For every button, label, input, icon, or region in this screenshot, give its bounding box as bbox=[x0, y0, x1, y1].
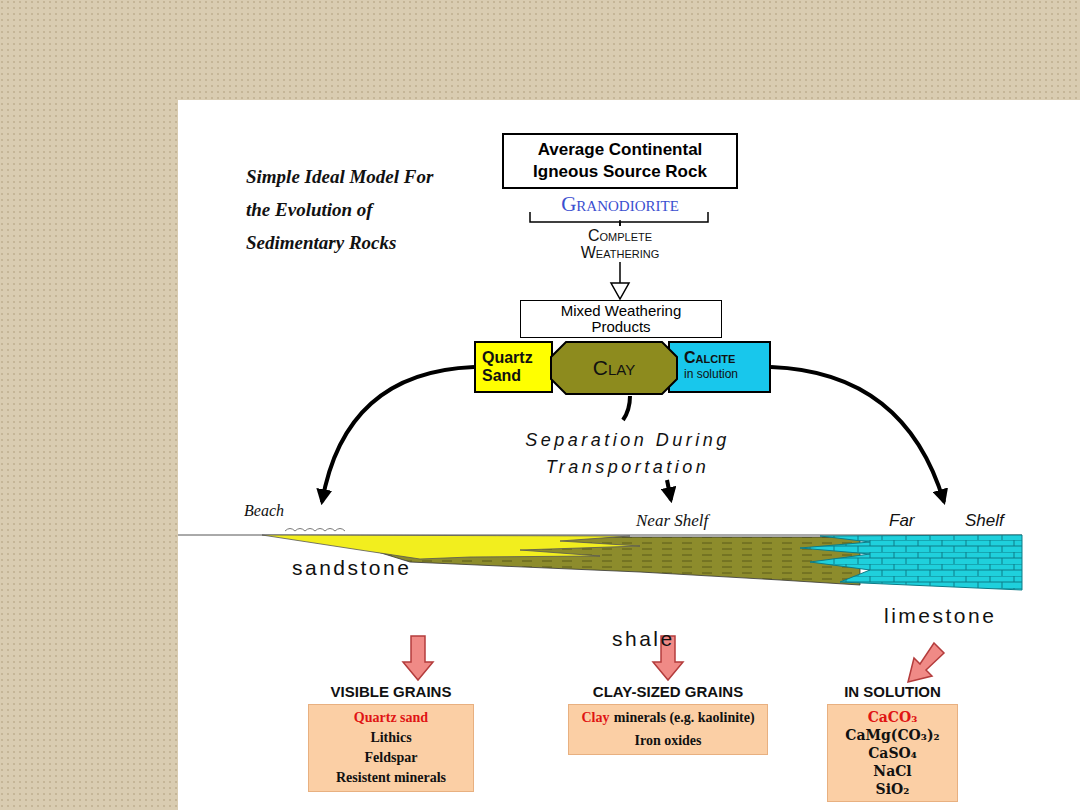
edge-label: Complete Weathering bbox=[555, 226, 685, 262]
list-item: Clay minerals (e.g. kaolinite) bbox=[573, 708, 763, 727]
box-label: Calcite bbox=[684, 349, 766, 367]
result-box: Quartz sandLithicsFeldsparResistent mine… bbox=[308, 704, 474, 792]
column-heading: IN SOLUTION bbox=[815, 683, 970, 701]
list-item: Lithics bbox=[313, 728, 469, 748]
octagon-shape bbox=[551, 342, 677, 394]
solution-column: IN SOLUTION CaCO₃CaMg(CO₃)₂CaSO₄NaClSiO₂ bbox=[815, 683, 970, 802]
place-label: Beach bbox=[244, 502, 284, 520]
list-item: Resistent minerals bbox=[313, 768, 469, 788]
process-box: Mixed Weathering Products bbox=[520, 300, 722, 338]
source-rock-box: Average Continental Igneous Source RockG… bbox=[502, 133, 738, 216]
rock-label: sandstone bbox=[292, 556, 411, 580]
result-box: Clay minerals (e.g. kaolinite) Iron oxide… bbox=[568, 704, 768, 755]
box-label: Clay bbox=[550, 341, 678, 395]
place-label: Near Shelf bbox=[636, 511, 708, 531]
result-box: CaCO₃CaMg(CO₃)₂CaSO₄NaClSiO₂ bbox=[827, 704, 958, 802]
list-item: Feldspar bbox=[313, 748, 469, 768]
box-sublabel: in solution bbox=[684, 367, 766, 382]
calcite-box: Calcitein solution bbox=[668, 341, 771, 393]
clay-grains-column: CLAY-SIZED GRAINS Clay minerals (e.g. kao… bbox=[560, 683, 776, 755]
column-heading: VISIBLE GRAINS bbox=[300, 683, 482, 701]
visible-grains-column: VISIBLE GRAINS Quartz sandLithicsFeldspar… bbox=[300, 683, 482, 792]
list-item: SiO₂ bbox=[832, 780, 953, 798]
box-label: Quartz Sand bbox=[482, 349, 547, 385]
list-item-word: minerals (e.g. kaolinite) bbox=[614, 710, 755, 725]
clay-octagon: Clay bbox=[550, 341, 678, 395]
list-item: Quartz sand bbox=[313, 708, 469, 728]
list-item: CaCO₃ bbox=[832, 708, 953, 726]
rock-label: shale bbox=[612, 627, 675, 651]
diagram-title: Simple Ideal Model For the Evolution of … bbox=[246, 160, 434, 259]
box-heading: Average Continental Igneous Source Rock bbox=[502, 133, 738, 189]
column-heading: CLAY-SIZED GRAINS bbox=[560, 683, 776, 701]
process-label: Separation During Transportation bbox=[490, 427, 765, 481]
list-item: NaCl bbox=[832, 762, 953, 780]
hollow-arrowhead bbox=[611, 283, 629, 299]
list-item: CaSO₄ bbox=[832, 744, 953, 762]
quartz-sand-box: Quartz Sand bbox=[474, 341, 553, 393]
box-label: Mixed Weathering Products bbox=[541, 303, 701, 335]
list-item: Iron oxides bbox=[573, 731, 763, 751]
place-label: Shelf bbox=[965, 511, 1004, 531]
rock-label: limestone bbox=[884, 604, 996, 628]
list-item: CaMg(CO₃)₂ bbox=[832, 726, 953, 744]
rock-name: Granodiorite bbox=[502, 192, 738, 216]
list-item-word: Clay bbox=[581, 710, 609, 725]
place-label: Far bbox=[889, 511, 915, 531]
